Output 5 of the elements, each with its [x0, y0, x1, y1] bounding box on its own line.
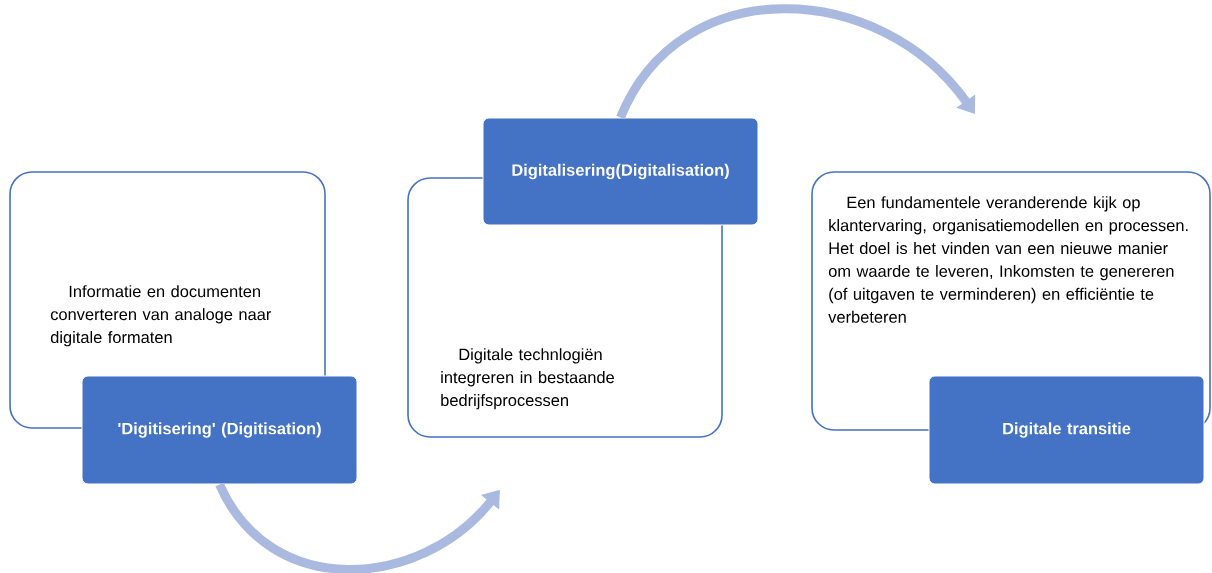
- label-box: Digitale transitie: [928, 375, 1205, 485]
- label-box: 'Digitisering' (Digitisation): [81, 375, 358, 485]
- label-box: Digitalisering(Digitalisation): [482, 117, 759, 226]
- curved-arrow: [616, 4, 976, 120]
- curved-arrow: [215, 482, 500, 573]
